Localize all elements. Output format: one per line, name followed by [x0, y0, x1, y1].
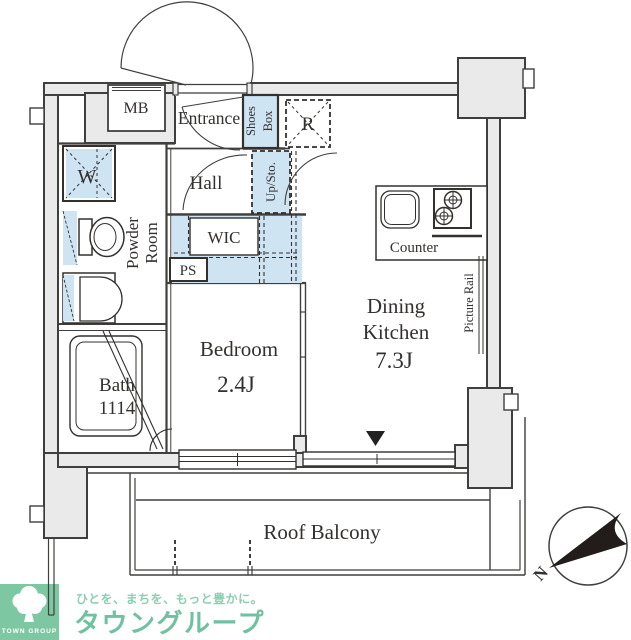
- kitchen-counter: Counter: [375, 185, 488, 261]
- north-arrow: [549, 513, 627, 568]
- wic-label: WIC: [207, 228, 240, 247]
- dk-label-1: Dining: [367, 294, 426, 318]
- hall-door-swings: [182, 152, 338, 211]
- notch-left-top: [29, 107, 45, 125]
- ps-shaft: PS: [169, 257, 208, 282]
- refrigerator-space: R: [285, 99, 331, 148]
- shoes-box-label-2: Box: [261, 110, 275, 132]
- wall-pillar-top-right: [457, 57, 526, 119]
- windows: [178, 431, 456, 470]
- washer-label: W: [78, 166, 97, 188]
- entrance-label: Entrance: [178, 108, 240, 128]
- up-storage-label: Up/Sto.: [263, 162, 278, 202]
- bath-label-2: 1114: [99, 398, 136, 419]
- wall-left-band: [43, 94, 59, 454]
- roof-balcony: Roof Balcony: [87, 417, 526, 576]
- up-storage: Up/Sto.: [251, 150, 291, 214]
- bath-label-1: Bath: [99, 375, 135, 396]
- mb-label: MB: [124, 100, 149, 117]
- tree-icon: [12, 586, 47, 622]
- roof-balcony-label: Roof Balcony: [263, 520, 381, 544]
- bath: Bath 1114: [69, 330, 173, 452]
- picture-rail: Picture Rail: [462, 256, 484, 354]
- picture-rail-label: Picture Rail: [462, 273, 476, 333]
- balcony-partition-marks: [172, 540, 253, 575]
- vanity: [62, 272, 123, 324]
- counter-label: Counter: [390, 240, 438, 256]
- bedroom: Bedroom 2.4J: [200, 337, 278, 397]
- bedroom-label-2: 2.4J: [217, 372, 255, 397]
- notch-left-bottom: [29, 505, 45, 523]
- kitchen-sink: [380, 190, 420, 229]
- shoes-box: Shoes Box: [241, 93, 280, 150]
- bedroom-label-1: Bedroom: [200, 337, 278, 361]
- ps-label: PS: [180, 263, 197, 279]
- brand-company: タウングループ: [74, 608, 265, 638]
- entrance-inner-door: [181, 96, 244, 151]
- window-marker-triangle: [366, 431, 385, 446]
- hall-label: Hall: [190, 173, 223, 194]
- dk-window: [302, 451, 456, 467]
- building-edge-lines: [47, 538, 55, 616]
- compass: N: [529, 506, 628, 586]
- dining-kitchen: Dining Kitchen 7.3J: [363, 294, 430, 373]
- refrigerator-label: R: [302, 114, 315, 135]
- wall-right-band: [486, 117, 501, 389]
- entrance-door-swing: [120, 1, 254, 86]
- washer-space: W: [62, 145, 116, 202]
- compass-north-label: N: [529, 562, 552, 584]
- notch-right-bottom: [503, 393, 519, 411]
- dk-label-2: Kitchen: [363, 320, 430, 344]
- town-group-logo: TOWN GROUP ひとを、まちを、もっと豊かに。 タウングループ: [0, 584, 265, 640]
- wall-step-bottom-right: [454, 444, 469, 469]
- meter-box: MB: [107, 84, 166, 132]
- wall-notches: [29, 68, 535, 523]
- stove: [433, 188, 472, 229]
- shoes-box-label-1: Shoes: [244, 106, 258, 136]
- powder-room-label-1: Powder: [123, 217, 142, 269]
- powder-room-label-2: Room: [142, 222, 161, 264]
- logo-text: TOWN GROUP: [2, 628, 57, 635]
- entrance-threshold: [172, 82, 253, 96]
- notch-right-top: [522, 68, 535, 89]
- dk-label-3: 7.3J: [375, 348, 413, 373]
- toilet: [62, 210, 125, 266]
- powder-room: Powder Room: [123, 217, 161, 269]
- bedroom-window: [178, 449, 297, 470]
- brand-tagline: ひとを、まちを、もっと豊かに。: [76, 591, 263, 606]
